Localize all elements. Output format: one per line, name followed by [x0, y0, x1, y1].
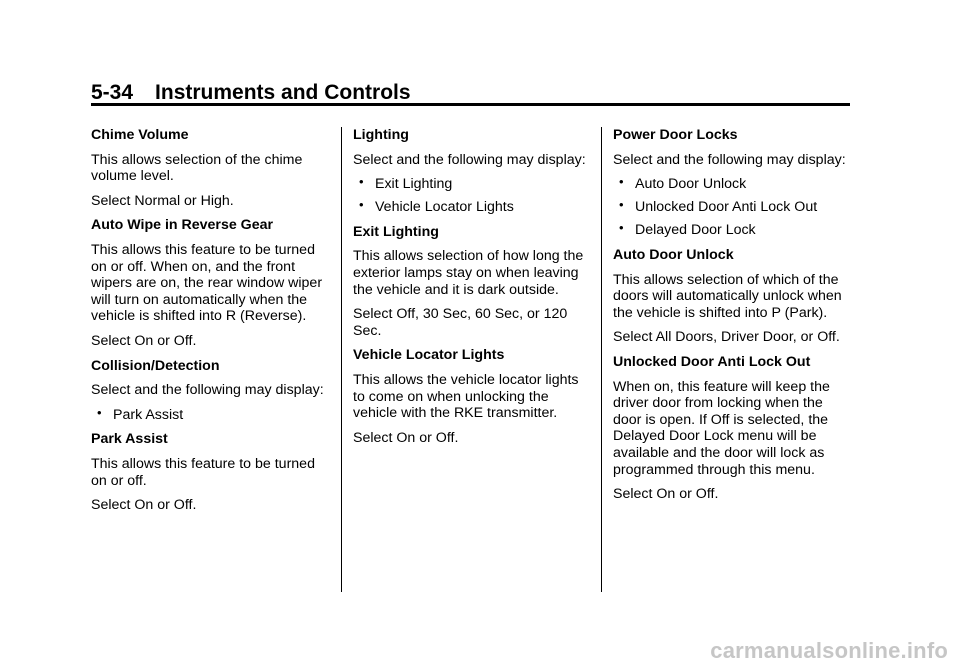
- bullet-list: • Exit Lighting • Vehicle Locator Lights: [353, 174, 593, 216]
- bullet-icon: •: [359, 197, 364, 213]
- paragraph: Select On or Off.: [353, 429, 459, 446]
- header-rule: [91, 103, 850, 106]
- paragraph: Select Normal or High.: [91, 192, 234, 209]
- paragraph: This allows this feature to be turned on…: [91, 455, 315, 489]
- bullet-text: Auto Door Unlock: [635, 176, 747, 193]
- paragraph: This allows selection of the chime volum…: [91, 151, 303, 185]
- paragraph: When on, this feature will keep the driv…: [613, 378, 830, 478]
- column-divider: [341, 127, 342, 592]
- bullet-text: Park Assist: [113, 406, 184, 423]
- section-heading: Unlocked Door Anti Lock Out: [613, 353, 811, 370]
- page-title: 5-34 Instruments and Controls: [91, 80, 411, 106]
- page-number: 5-34: [91, 81, 134, 104]
- bullet-text: Unlocked Door Anti Lock Out: [635, 199, 818, 216]
- watermark: carmanualsonline.info: [710, 638, 948, 663]
- paragraph: Select Off, 30 Sec, 60 Sec, or 120 Sec.: [353, 306, 568, 339]
- section-title: Instruments and Controls: [155, 81, 411, 104]
- paragraph: Select All Doors, Driver Door, or Off.: [613, 329, 840, 346]
- bullet-item: • Vehicle Locator Lights: [353, 197, 593, 216]
- bullet-item: • Delayed Door Lock: [613, 220, 853, 239]
- section-heading: Power Door Locks: [613, 127, 738, 143]
- page-header: 5-34 Instruments and Controls: [91, 80, 851, 106]
- paragraph: Select On or Off.: [91, 332, 197, 349]
- paragraph: Select and the following may display:: [613, 151, 846, 168]
- section-heading: Auto Wipe in Reverse Gear: [91, 217, 273, 234]
- paragraph: Select and the following may display:: [353, 151, 586, 168]
- bullet-list: • Park Assist: [91, 404, 331, 424]
- section-heading: Lighting: [353, 127, 409, 143]
- paragraph: This allows the vehicle locator lights t…: [353, 372, 579, 422]
- bullet-icon: •: [619, 220, 624, 236]
- section-heading: Collision/Detection: [91, 357, 220, 374]
- section-heading: Auto Door Unlock: [613, 246, 734, 263]
- paragraph: Select and the following may display:: [91, 382, 324, 399]
- bullet-item: • Auto Door Unlock: [613, 174, 853, 193]
- bullet-icon: •: [619, 197, 624, 213]
- bullet-item: • Exit Lighting: [353, 174, 593, 193]
- bullet-text: Exit Lighting: [375, 176, 453, 193]
- bullet-list: • Auto Door Unlock • Unlocked Door Anti Loc…: [613, 174, 853, 239]
- bullet-text: Vehicle Locator Lights: [375, 199, 514, 216]
- section-heading: Chime Volume: [91, 127, 189, 143]
- paragraph: This allows this feature to be turned on…: [91, 241, 323, 325]
- section-heading: Vehicle Locator Lights: [353, 347, 505, 364]
- bullet-item: • Park Assist: [91, 404, 331, 424]
- section-heading: Exit Lighting: [353, 223, 439, 240]
- column-divider: [601, 127, 602, 592]
- paragraph: This allows selection of how long the ex…: [353, 248, 584, 298]
- paragraph: Select On or Off.: [91, 497, 197, 514]
- paragraph: This allows selection of which of the do…: [613, 271, 842, 321]
- paragraph: Select On or Off.: [613, 486, 719, 503]
- bullet-icon: •: [97, 404, 102, 420]
- section-heading: Park Assist: [91, 431, 168, 448]
- bullet-icon: •: [619, 174, 624, 190]
- bullet-icon: •: [359, 174, 364, 190]
- bullet-item: • Unlocked Door Anti Lock Out: [613, 197, 853, 216]
- bullet-text: Delayed Door Lock: [635, 222, 756, 239]
